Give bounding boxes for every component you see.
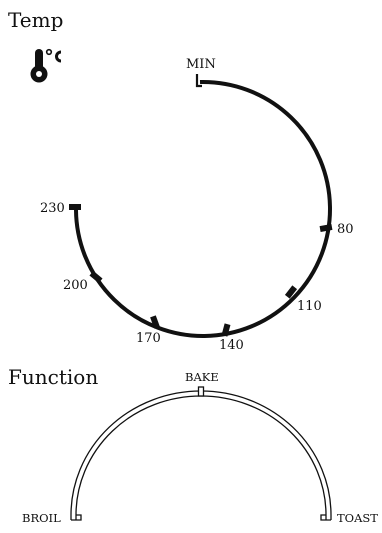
thermometer-celsius-icon <box>30 48 62 83</box>
tick-200 <box>89 270 103 284</box>
temp-heading: Temp <box>8 8 63 32</box>
label-min: MIN <box>186 57 216 72</box>
temp-min-marker <box>195 74 202 88</box>
temp-dial-arc <box>74 79 332 338</box>
function-broil-marker <box>71 514 82 521</box>
label-110: 110 <box>297 299 322 314</box>
label-200: 200 <box>63 278 88 293</box>
function-heading: Function <box>8 365 98 389</box>
function-dial-arc <box>70 390 332 520</box>
temp-230-marker <box>69 204 81 210</box>
tick-140 <box>221 323 231 337</box>
label-230: 230 <box>40 201 65 216</box>
label-broil: BROIL <box>22 511 61 525</box>
label-170: 170 <box>136 331 161 346</box>
function-bake-marker <box>197 386 205 397</box>
tick-170 <box>150 315 160 329</box>
tick-80 <box>319 224 333 232</box>
label-bake: BAKE <box>185 370 219 384</box>
tick-110 <box>284 285 298 299</box>
temp-ticks <box>89 224 333 337</box>
function-toast-marker <box>320 514 331 521</box>
label-toast: TOAST <box>337 511 378 525</box>
label-80: 80 <box>337 222 354 237</box>
label-140: 140 <box>219 338 244 353</box>
